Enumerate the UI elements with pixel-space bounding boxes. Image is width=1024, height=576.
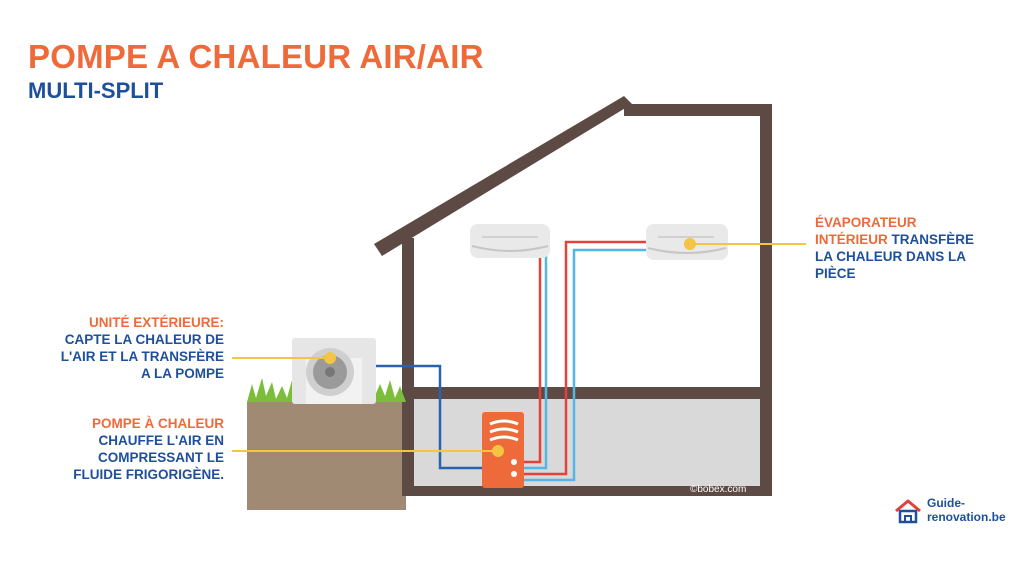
page-subtitle: MULTI-SPLIT <box>28 78 164 103</box>
logo-line-1: Guide- <box>927 496 965 510</box>
pipe-cold-1 <box>518 250 548 470</box>
pipe-cold-2 <box>518 248 646 482</box>
heat-pump-line-1: CHAUFFE L'AIR EN <box>98 433 224 448</box>
evaporator-line-4: PIÈCE <box>815 266 856 281</box>
roof <box>374 96 632 256</box>
outdoor-unit-line-2: L'AIR ET LA TRANSFÈRE <box>60 349 224 364</box>
evaporator-line-3: LA CHALEUR DANS LA <box>815 249 966 264</box>
basement-fill <box>412 399 760 489</box>
page-title: POMPE A CHALEUR AIR/AIR <box>28 38 484 75</box>
evaporator-heading-2: INTÉRIEUR <box>815 232 888 247</box>
refrigerant-pipes <box>376 240 646 482</box>
image-credit: ©bobex.com <box>690 484 747 495</box>
evaporator-label: ÉVAPORATEUR INTÉRIEUR TRANSFÈRE LA CHALE… <box>815 214 1015 282</box>
evaporator-heading: ÉVAPORATEUR <box>815 215 917 230</box>
evaporator-line-2-text: TRANSFÈRE <box>887 232 975 247</box>
pointer-lines <box>232 238 806 457</box>
outdoor-unit-label: UNITÉ EXTÉRIEURE: CAPTE LA CHALEUR DE L'… <box>28 314 224 382</box>
pipe-red-2 <box>518 240 646 476</box>
heat-pump-line-2: COMPRESSANT LE <box>97 450 224 465</box>
house-logo-icon <box>895 499 921 524</box>
heat-pump-line-3: FLUIDE FRIGORIGÈNE. <box>73 467 224 482</box>
heat-pump-label: POMPE À CHALEUR CHAUFFE L'AIR EN COMPRES… <box>28 415 224 483</box>
pipe-blue <box>376 364 490 470</box>
evaporator-line-2: INTÉRIEUR TRANSFÈRE <box>815 231 1015 248</box>
indoor-unit-1 <box>470 224 550 258</box>
heat-pump-heading: POMPE À CHALEUR <box>91 416 224 431</box>
outdoor-unit <box>292 338 376 404</box>
ground-soil <box>247 402 406 510</box>
house-structure <box>374 96 772 496</box>
outdoor-unit-line-1: CAPTE LA CHALEUR DE <box>64 332 224 347</box>
pipe-red-1 <box>518 250 542 464</box>
outdoor-unit-heading: UNITÉ EXTÉRIEURE: <box>88 315 224 330</box>
logo-line-2: renovation.be <box>927 510 1006 524</box>
outdoor-unit-line-3: A LA POMPE <box>140 366 224 381</box>
guide-renovation-logo[interactable]: Guide- renovation.be <box>893 496 1013 526</box>
